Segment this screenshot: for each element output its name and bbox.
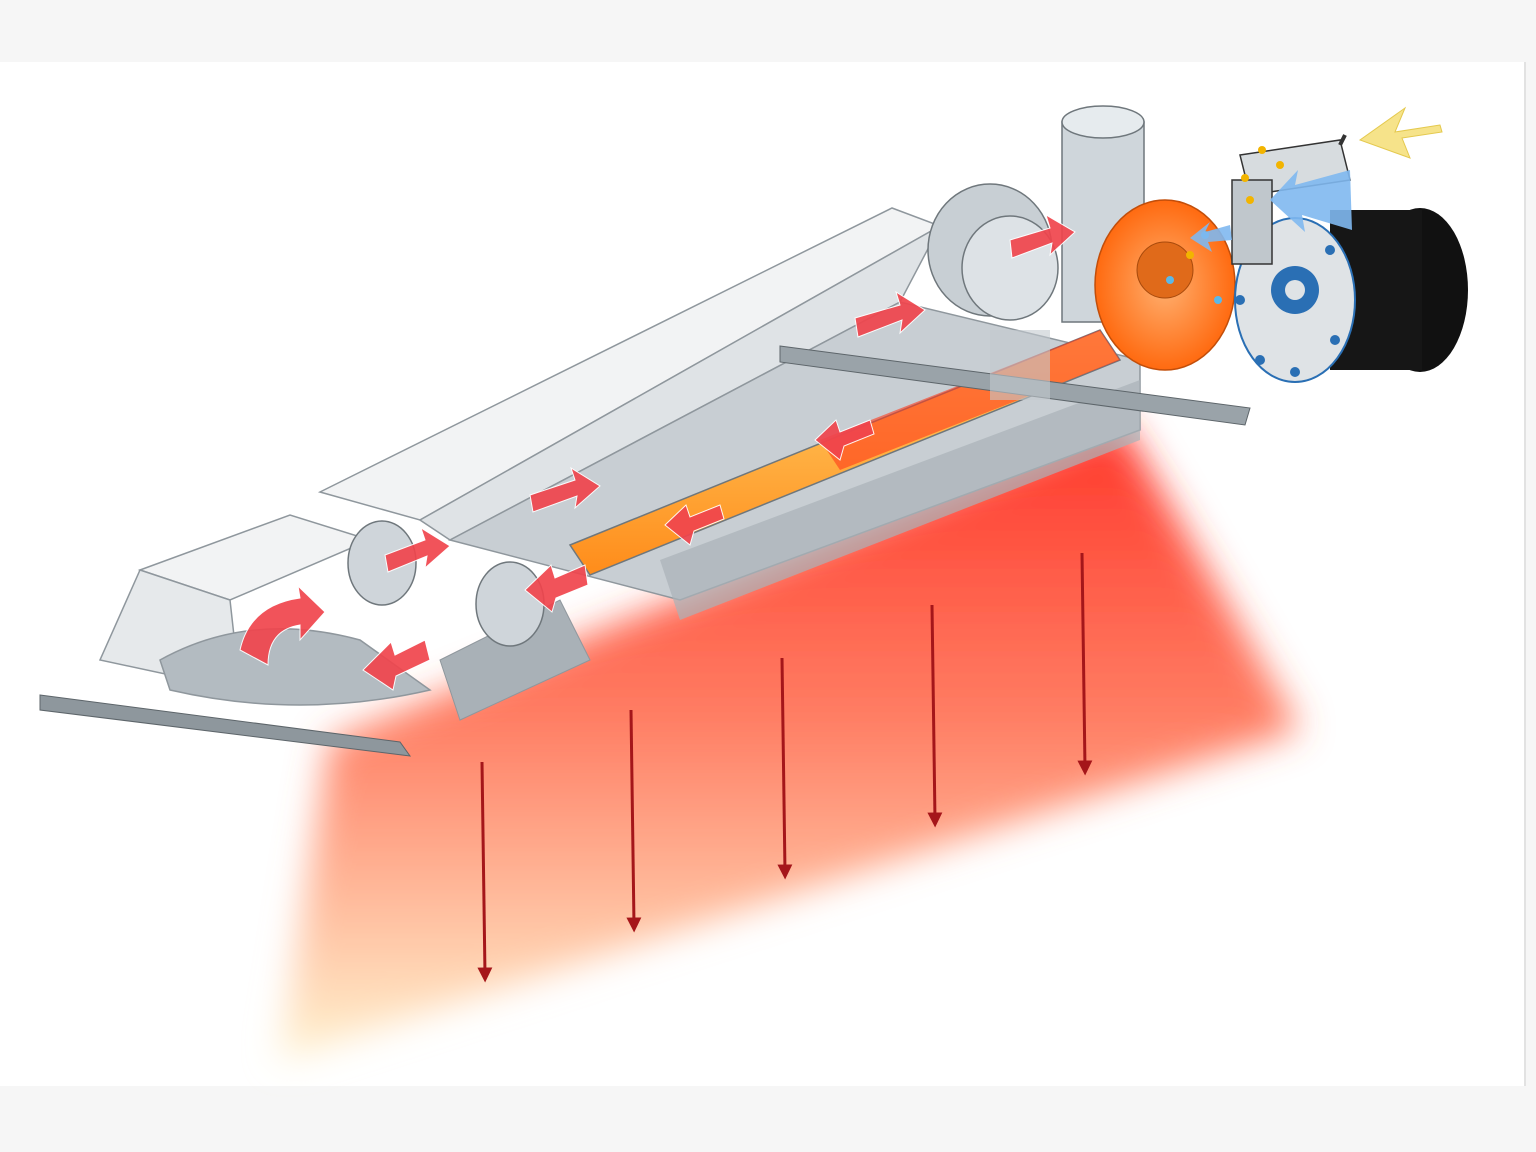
return-elbow <box>347 520 545 647</box>
radiant-heat-arrow <box>927 604 943 828</box>
radiant-heat-arrows <box>477 552 1093 983</box>
air-inlet-arrow <box>1190 170 1352 252</box>
flow-arrow <box>239 584 326 666</box>
fuel-inlet-arrow <box>1358 106 1443 159</box>
flow-arrow <box>384 526 451 573</box>
flow-arrow <box>854 290 926 338</box>
flow-arrow <box>664 504 725 546</box>
flow-arrow <box>524 564 589 613</box>
flow-arrow <box>1009 213 1076 259</box>
radiant-heat-arrow <box>777 657 793 880</box>
radiant-heat-field <box>280 420 1300 1060</box>
bottom-margin <box>0 1086 1536 1152</box>
flow-arrow <box>529 466 601 513</box>
flow-arrow <box>362 639 431 691</box>
flow-arrow <box>814 419 875 461</box>
combustion-chamber <box>1094 199 1236 371</box>
radiant-heat-arrow <box>626 709 642 933</box>
radiant-heat-arrow <box>477 761 493 983</box>
mounting-frame <box>39 330 1251 757</box>
radiant-heat-arrow <box>1077 552 1093 776</box>
flow-arrows <box>239 213 1076 691</box>
